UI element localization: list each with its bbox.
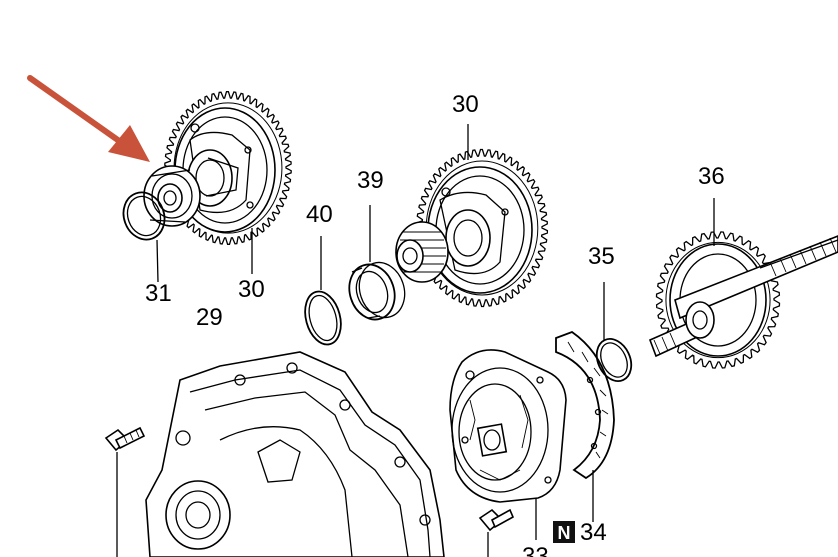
callout-33: 33 [522,543,549,557]
snap-ring-31 [122,191,166,283]
transaxle-housing [145,351,445,557]
bearing-race-39 [348,205,406,321]
shim-40 [304,236,342,346]
pointer-arrow [27,75,150,162]
callout-30-left: 30 [238,276,265,303]
new-part-badge: N [553,521,575,543]
badge-letter: N [558,523,571,543]
callout-29: 29 [196,304,223,331]
bolt-left [104,426,146,557]
differential-assembly-left [143,91,292,245]
shaft-assembly-36 [648,198,838,369]
gear-inner-ring [665,241,771,359]
snap-ring-35 [595,282,633,382]
oil-pump-33 [449,349,567,540]
callout-39: 39 [357,167,384,194]
callout-31: 31 [145,280,172,307]
differential-assembly-center [395,148,549,308]
gasket-34 [555,330,615,522]
callout-30-center: 30 [452,91,479,118]
callout-40: 40 [306,201,333,228]
callout-34: 34 [580,519,607,546]
callout-36: 36 [698,163,725,190]
callout-35: 35 [588,243,615,270]
bolt-center [478,508,515,557]
